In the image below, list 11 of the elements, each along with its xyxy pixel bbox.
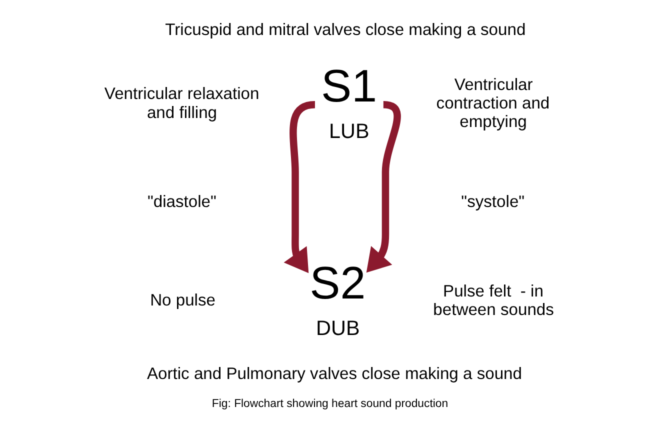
node-text: S1 LUB xyxy=(321,60,377,143)
label: Ventricular contraction and emptying xyxy=(436,74,550,132)
label: Pulse felt - in between sounds xyxy=(433,281,554,319)
node-label: Tricuspid and mitral valves close making a sound xyxy=(165,20,526,39)
caption: Fig: Flowchart showing heart sound production xyxy=(212,398,448,410)
label: Ventricular relaxation and filling xyxy=(104,84,260,122)
label: "systole" xyxy=(461,192,525,212)
label: No pulse xyxy=(150,290,216,310)
node-label: Aortic and Pulmonary valves close making a sound xyxy=(146,364,522,384)
label: "diastole" xyxy=(147,192,216,212)
node-text: S2 DUB xyxy=(310,258,366,340)
